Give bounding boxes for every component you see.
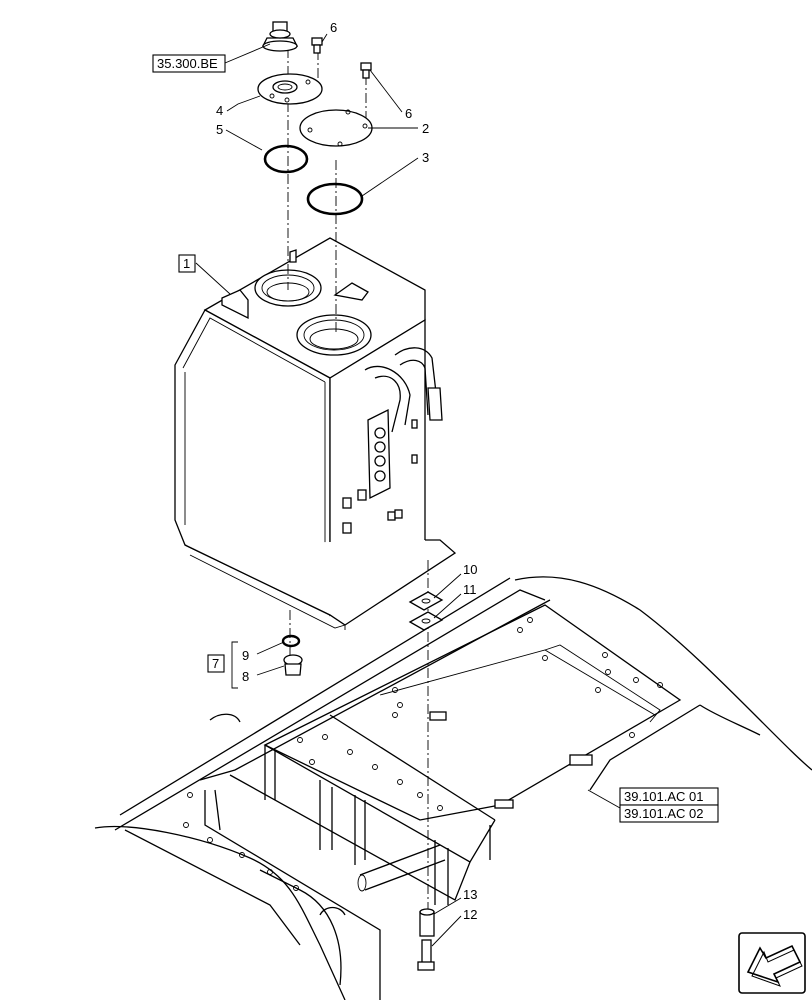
back-arrow-icon[interactable] (738, 932, 806, 994)
callout-7[interactable]: 7 (212, 656, 219, 671)
callout-12: 12 (463, 907, 477, 922)
ref-label-39101-01[interactable]: 39.101.AC 01 (624, 789, 704, 804)
shim-part-10 (408, 591, 444, 611)
breather-cap-part (261, 21, 299, 52)
callout-9: 9 (242, 648, 249, 663)
o-ring-part-5 (263, 144, 309, 174)
bolt-part-6b (360, 62, 372, 79)
callout-3: 3 (422, 150, 429, 165)
hydraulic-tank (174, 237, 457, 630)
cover-plate-part-2 (299, 109, 373, 147)
o-ring-part-3 (306, 182, 364, 216)
callout-2: 2 (422, 121, 429, 136)
callout-labels: 35.300.BE 6 6 4 2 5 3 1 7 9 8 10 11 13 1… (152, 20, 719, 922)
callout-10: 10 (463, 562, 477, 577)
ref-label-39101-02[interactable]: 39.101.AC 02 (624, 806, 704, 821)
bolt-part-12 (417, 939, 435, 971)
chassis-frame (94, 576, 812, 1001)
callout-13: 13 (463, 887, 477, 902)
callout-6a: 6 (330, 20, 337, 35)
ref-label-35300[interactable]: 35.300.BE (157, 56, 218, 71)
callout-8: 8 (242, 669, 249, 684)
callout-5: 5 (216, 122, 223, 137)
callout-11: 11 (463, 582, 477, 597)
callout-6b: 6 (405, 106, 412, 121)
leader-lines (195, 33, 621, 947)
drain-plug-part-8 (283, 654, 303, 676)
spacer-part-13 (419, 908, 435, 937)
callout-1[interactable]: 1 (183, 256, 190, 271)
cover-plate-part-4 (257, 73, 323, 105)
shim-part-11 (408, 611, 444, 631)
seal-ring-part-9 (281, 634, 301, 648)
callout-4: 4 (216, 103, 223, 118)
bolt-part-6a (311, 37, 323, 54)
